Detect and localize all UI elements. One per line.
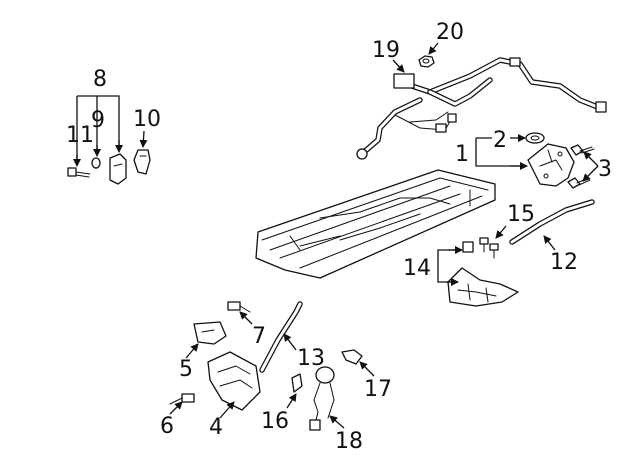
bolt-seven [227, 301, 251, 313]
bolt-pair [479, 237, 499, 259]
callout-16: 16 [261, 409, 289, 434]
callout-15: 15 [507, 202, 535, 227]
bolt-small [67, 167, 91, 178]
sensor-assembly [309, 366, 335, 431]
callout-19: 19 [372, 38, 400, 63]
callout-3: 3 [598, 157, 612, 182]
washer [91, 157, 101, 169]
callout-4: 4 [209, 415, 223, 440]
callout-9: 9 [91, 108, 105, 133]
hose [509, 199, 595, 245]
callout-7: 7 [252, 324, 266, 349]
callout-17: 17 [364, 377, 392, 402]
callout-12: 12 [550, 250, 578, 275]
mounting-bracket [527, 143, 575, 187]
wiring-harness [356, 57, 607, 160]
callout-14: 14 [403, 256, 431, 281]
bolt-upper [570, 144, 595, 156]
nut [418, 55, 435, 68]
clamp-clip [341, 349, 363, 365]
bolt-six [169, 393, 195, 405]
retainer-clip [109, 153, 127, 185]
callout-5: 5 [179, 357, 193, 382]
vent-tube [259, 301, 303, 373]
harness-connector [393, 73, 415, 89]
bolt-lower [567, 177, 591, 189]
canister [207, 351, 261, 411]
callout-8: 8 [93, 67, 107, 92]
callout-10: 10 [133, 107, 161, 132]
callout-1: 1 [455, 142, 469, 167]
grommet [525, 132, 545, 144]
harness-terminal [356, 148, 368, 160]
small-bracket [193, 321, 227, 345]
callout-11: 11 [66, 123, 94, 148]
callout-13: 13 [297, 346, 325, 371]
hook-clip [133, 149, 151, 175]
callout-6: 6 [160, 414, 174, 439]
check-valve [291, 373, 303, 393]
callout-2: 2 [493, 128, 507, 153]
main-tray-assembly [255, 169, 496, 279]
callout-20: 20 [436, 20, 464, 45]
callout-18: 18 [335, 429, 363, 454]
leader-lines [73, 42, 599, 429]
callout-labels: 20 19 8 9 11 10 2 1 3 15 12 14 7 5 13 17… [66, 20, 612, 454]
underbody-shield [447, 241, 519, 307]
